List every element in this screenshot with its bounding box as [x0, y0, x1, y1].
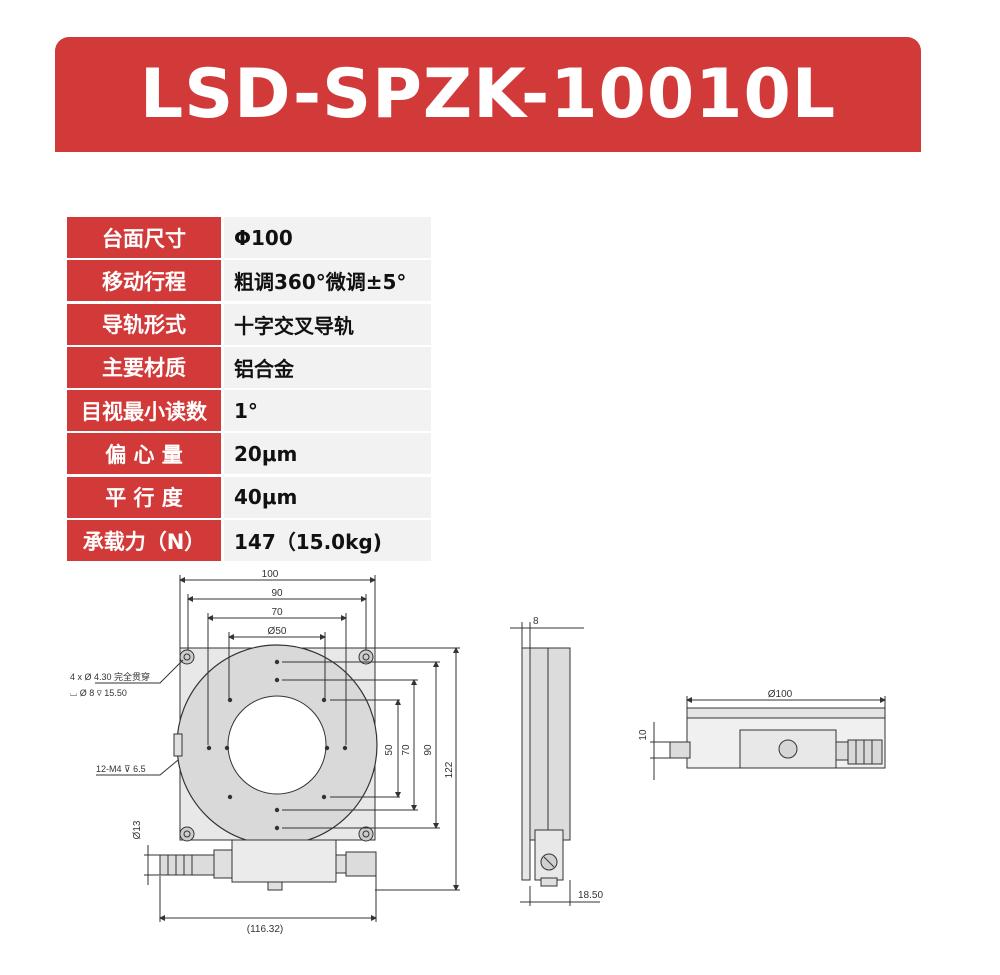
spec-value: 粗调360°微调±5° — [224, 260, 431, 302]
spec-row: 导轨形式 十字交叉导轨 — [67, 303, 431, 345]
spec-label: 移动行程 — [67, 260, 221, 302]
spec-row: 台面尺寸 Φ100 — [67, 217, 431, 258]
spec-label: 承载力（N） — [67, 520, 221, 562]
dim-100-front: Ø100 — [768, 689, 793, 700]
dim-90-top: 90 — [271, 588, 283, 599]
dim-100: 100 — [262, 569, 279, 580]
spec-value: 1° — [224, 390, 431, 432]
title-banner: LSD-SPZK-10010L — [55, 37, 921, 152]
spec-row: 偏 心 量 20μm — [67, 433, 431, 475]
dim-8: 8 — [533, 616, 539, 627]
front-view — [650, 696, 886, 780]
side-view — [510, 622, 600, 906]
dim-13: Ø13 — [132, 820, 143, 839]
dim-50-right: 50 — [384, 744, 395, 756]
spec-value: 40μm — [224, 476, 431, 518]
spec-value: 147（15.0kg) — [224, 520, 431, 562]
product-title: LSD-SPZK-10010L — [139, 55, 837, 134]
side-view-dimensions: 8 18.50 — [533, 616, 603, 901]
spec-label: 平 行 度 — [67, 476, 221, 518]
dim-122: 122 — [444, 761, 455, 778]
top-view — [95, 575, 460, 922]
dim-18-50: 18.50 — [578, 890, 603, 901]
spec-row: 主要材质 铝合金 — [67, 346, 431, 388]
spec-value: Φ100 — [224, 217, 431, 258]
spec-value: 20μm — [224, 433, 431, 475]
spec-label: 目视最小读数 — [67, 390, 221, 432]
top-view-dimensions: 100 90 70 Ø50 4 x Ø 4.30 完全贯穿 ⌴ Ø 8 ⊽ 15… — [70, 569, 455, 935]
spec-value: 十字交叉导轨 — [224, 303, 431, 345]
spec-label: 主要材质 — [67, 346, 221, 388]
dim-70-top: 70 — [271, 607, 283, 618]
spec-row: 平 行 度 40μm — [67, 476, 431, 518]
technical-drawing: 100 90 70 Ø50 4 x Ø 4.30 完全贯穿 ⌴ Ø 8 ⊽ 15… — [70, 569, 886, 935]
spec-row: 目视最小读数 1° — [67, 390, 431, 432]
spec-label: 导轨形式 — [67, 303, 221, 345]
dim-116: (116.32) — [247, 924, 284, 935]
dim-70-right: 70 — [401, 744, 412, 756]
spec-value: 铝合金 — [224, 346, 431, 388]
spec-row: 承载力（N） 147（15.0kg) — [67, 520, 431, 562]
dim-90-right: 90 — [423, 744, 434, 756]
dim-10: 10 — [638, 729, 649, 741]
spec-label: 偏 心 量 — [67, 433, 221, 475]
hole-note-2: ⌴ Ø 8 ⊽ 15.50 — [70, 688, 127, 698]
spec-label: 台面尺寸 — [67, 217, 221, 258]
hole-note-1: 4 x Ø 4.30 完全贯穿 — [70, 671, 150, 682]
spec-row: 移动行程 粗调360°微调±5° — [67, 260, 431, 302]
dim-50-diameter: Ø50 — [268, 626, 287, 637]
spec-table: 台面尺寸 Φ100 移动行程 粗调360°微调±5° 导轨形式 十字交叉导轨 主… — [67, 217, 431, 563]
front-view-dimensions: Ø100 10 — [638, 689, 793, 741]
thread-note: 12-M4 ⊽ 6.5 — [96, 764, 146, 774]
